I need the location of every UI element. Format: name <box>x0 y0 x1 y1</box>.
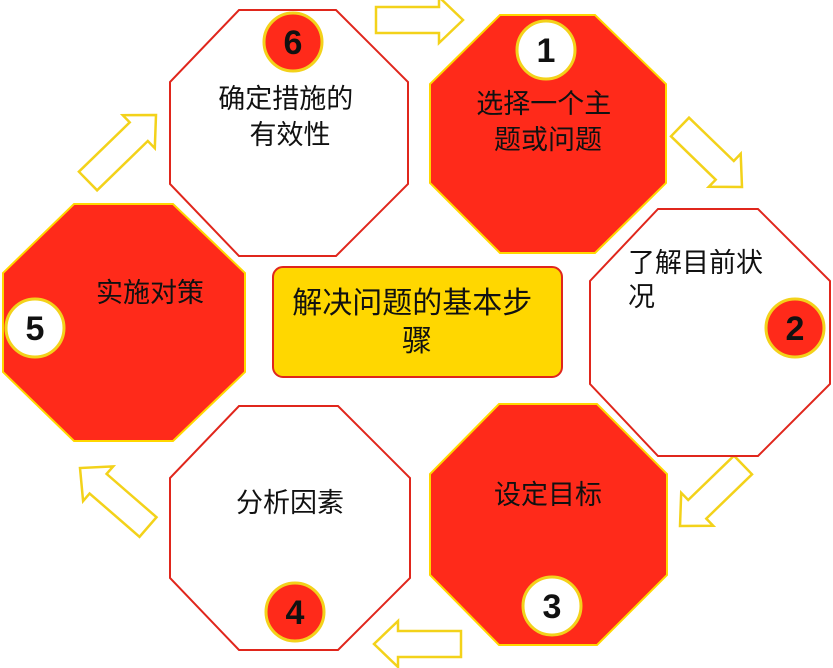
step-2-octagon <box>589 208 831 457</box>
step-4-badge <box>264 581 326 643</box>
step-2-label-line-1: 了解目前状 <box>628 248 763 279</box>
svg-text:设定目标: 设定目标 <box>494 480 602 511</box>
step-5-node: 实施对策 5 <box>2 203 246 442</box>
center-title-line-2: 骤 <box>402 324 432 359</box>
step-4-label-line-1: 分析因素 <box>236 488 344 519</box>
center-title-box: 解决问题的基本步 骤 <box>272 266 563 378</box>
step-6-badge <box>262 11 324 73</box>
arrow-1-to-2-icon <box>669 115 744 189</box>
center-title-background <box>272 266 563 378</box>
step-4-number: 4 <box>286 594 305 632</box>
svg-text:解决问题的基本步 骤: 解决问题的基本步 骤 <box>292 286 542 359</box>
svg-text:确定措施的 有效性: 确定措施的 有效性 <box>218 84 362 151</box>
step-2-label-line-2: 况 <box>628 282 655 313</box>
svg-text:实施对策: 实施对策 <box>96 278 204 309</box>
step-2-node: 了解目前状 况 2 <box>589 208 831 457</box>
step-1-badge <box>515 19 577 81</box>
step-6-number: 6 <box>284 24 303 62</box>
step-4-octagon <box>169 405 411 651</box>
step-5-label-line-1: 实施对策 <box>96 278 204 309</box>
arrow-3-to-4-icon <box>372 618 463 668</box>
step-6-node: 确定措施的 有效性 6 <box>169 9 409 257</box>
svg-text:分析因素: 分析因素 <box>236 488 344 519</box>
svg-text:了解目前状 况: 了解目前状 况 <box>628 248 772 313</box>
step-1-node: 选择一个主 题或问题 1 <box>429 14 667 254</box>
step-1-number: 1 <box>537 32 556 70</box>
step-6-label-line-2: 有效性 <box>250 120 331 151</box>
step-5-octagon <box>2 203 246 442</box>
step-5-number: 5 <box>26 310 45 348</box>
arrow-5-to-6-icon <box>77 113 158 193</box>
step-2-badge <box>764 297 826 359</box>
step-6-octagon <box>169 9 409 257</box>
svg-text:选择一个主 题或问题: 选择一个主 题或问题 <box>476 89 620 156</box>
step-3-octagon <box>429 403 668 646</box>
step-6-label-line-1: 确定措施的 <box>218 84 353 115</box>
step-1-label-line-1: 选择一个主 <box>476 89 611 120</box>
step-1-label-line-2: 题或问题 <box>494 125 602 156</box>
step-3-number: 3 <box>543 588 562 626</box>
arrow-4-to-5-icon <box>78 465 159 539</box>
flow-arrows <box>77 0 754 668</box>
center-title-line-1: 解决问题的基本步 <box>292 286 532 321</box>
arrow-2-to-3-icon <box>678 453 754 528</box>
step-3-label-line-1: 设定目标 <box>494 480 602 511</box>
step-3-node: 设定目标 3 <box>429 403 668 646</box>
step-4-node: 分析因素 4 <box>169 405 411 651</box>
step-2-number: 2 <box>786 310 805 348</box>
step-nodes: 确定措施的 有效性 6 选择一个主 题或问题 1 了解目前状 况 2 <box>2 9 831 651</box>
step-3-badge <box>521 575 583 637</box>
arrow-6-to-1-icon <box>374 0 465 46</box>
step-1-octagon <box>429 14 667 254</box>
step-5-badge <box>4 297 66 359</box>
